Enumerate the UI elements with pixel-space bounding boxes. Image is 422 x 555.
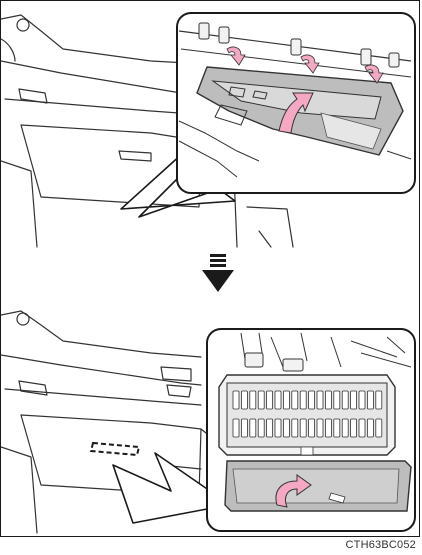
fuse-slot bbox=[267, 391, 273, 409]
fuse-slot bbox=[267, 419, 273, 437]
callout-pointer bbox=[113, 453, 213, 523]
fuse-slot bbox=[292, 419, 298, 437]
fuse-slot bbox=[334, 391, 340, 409]
down-arrow-icon bbox=[196, 252, 240, 296]
fuse-slot bbox=[250, 391, 256, 409]
fuse-slot bbox=[300, 391, 306, 409]
fuse-slot bbox=[317, 419, 323, 437]
fuse-slot bbox=[367, 391, 373, 409]
fuse-slot bbox=[359, 419, 365, 437]
figure-code: CTH63BC052 bbox=[346, 539, 416, 551]
fuse-slot bbox=[233, 391, 239, 409]
fuse-slot bbox=[233, 419, 239, 437]
vent-slot bbox=[19, 381, 47, 395]
fuse-box bbox=[219, 375, 395, 455]
fuse-slot bbox=[283, 391, 289, 409]
fuse-slot bbox=[283, 419, 289, 437]
fuse-slot bbox=[351, 419, 357, 437]
fuse-slot bbox=[359, 391, 365, 409]
fuse-slot bbox=[351, 391, 357, 409]
fuse-slot bbox=[241, 419, 247, 437]
fuse-slot bbox=[241, 391, 247, 409]
fuse-slot bbox=[317, 391, 323, 409]
fuse-slot bbox=[367, 419, 373, 437]
fuse-slot bbox=[258, 391, 264, 409]
fuse-slot bbox=[309, 419, 315, 437]
fuse-slot bbox=[325, 419, 331, 437]
fuse-slot bbox=[258, 419, 264, 437]
fuse-slot bbox=[342, 419, 348, 437]
fuse-slot bbox=[376, 391, 382, 409]
speaker-icon bbox=[17, 19, 29, 31]
fuse-slot bbox=[275, 419, 281, 437]
fuse-slot bbox=[300, 419, 306, 437]
fuse-slot bbox=[292, 391, 298, 409]
step-1-illustration bbox=[1, 1, 419, 249]
fuse-slot bbox=[275, 391, 281, 409]
fuse-slot bbox=[334, 419, 340, 437]
fuse-slot bbox=[250, 419, 256, 437]
fuse-slot bbox=[309, 391, 315, 409]
step-2-illustration bbox=[1, 297, 419, 535]
fuse-slot bbox=[342, 391, 348, 409]
fuse-slot bbox=[325, 391, 331, 409]
fuse-slot bbox=[376, 419, 382, 437]
speaker-icon bbox=[17, 313, 29, 325]
